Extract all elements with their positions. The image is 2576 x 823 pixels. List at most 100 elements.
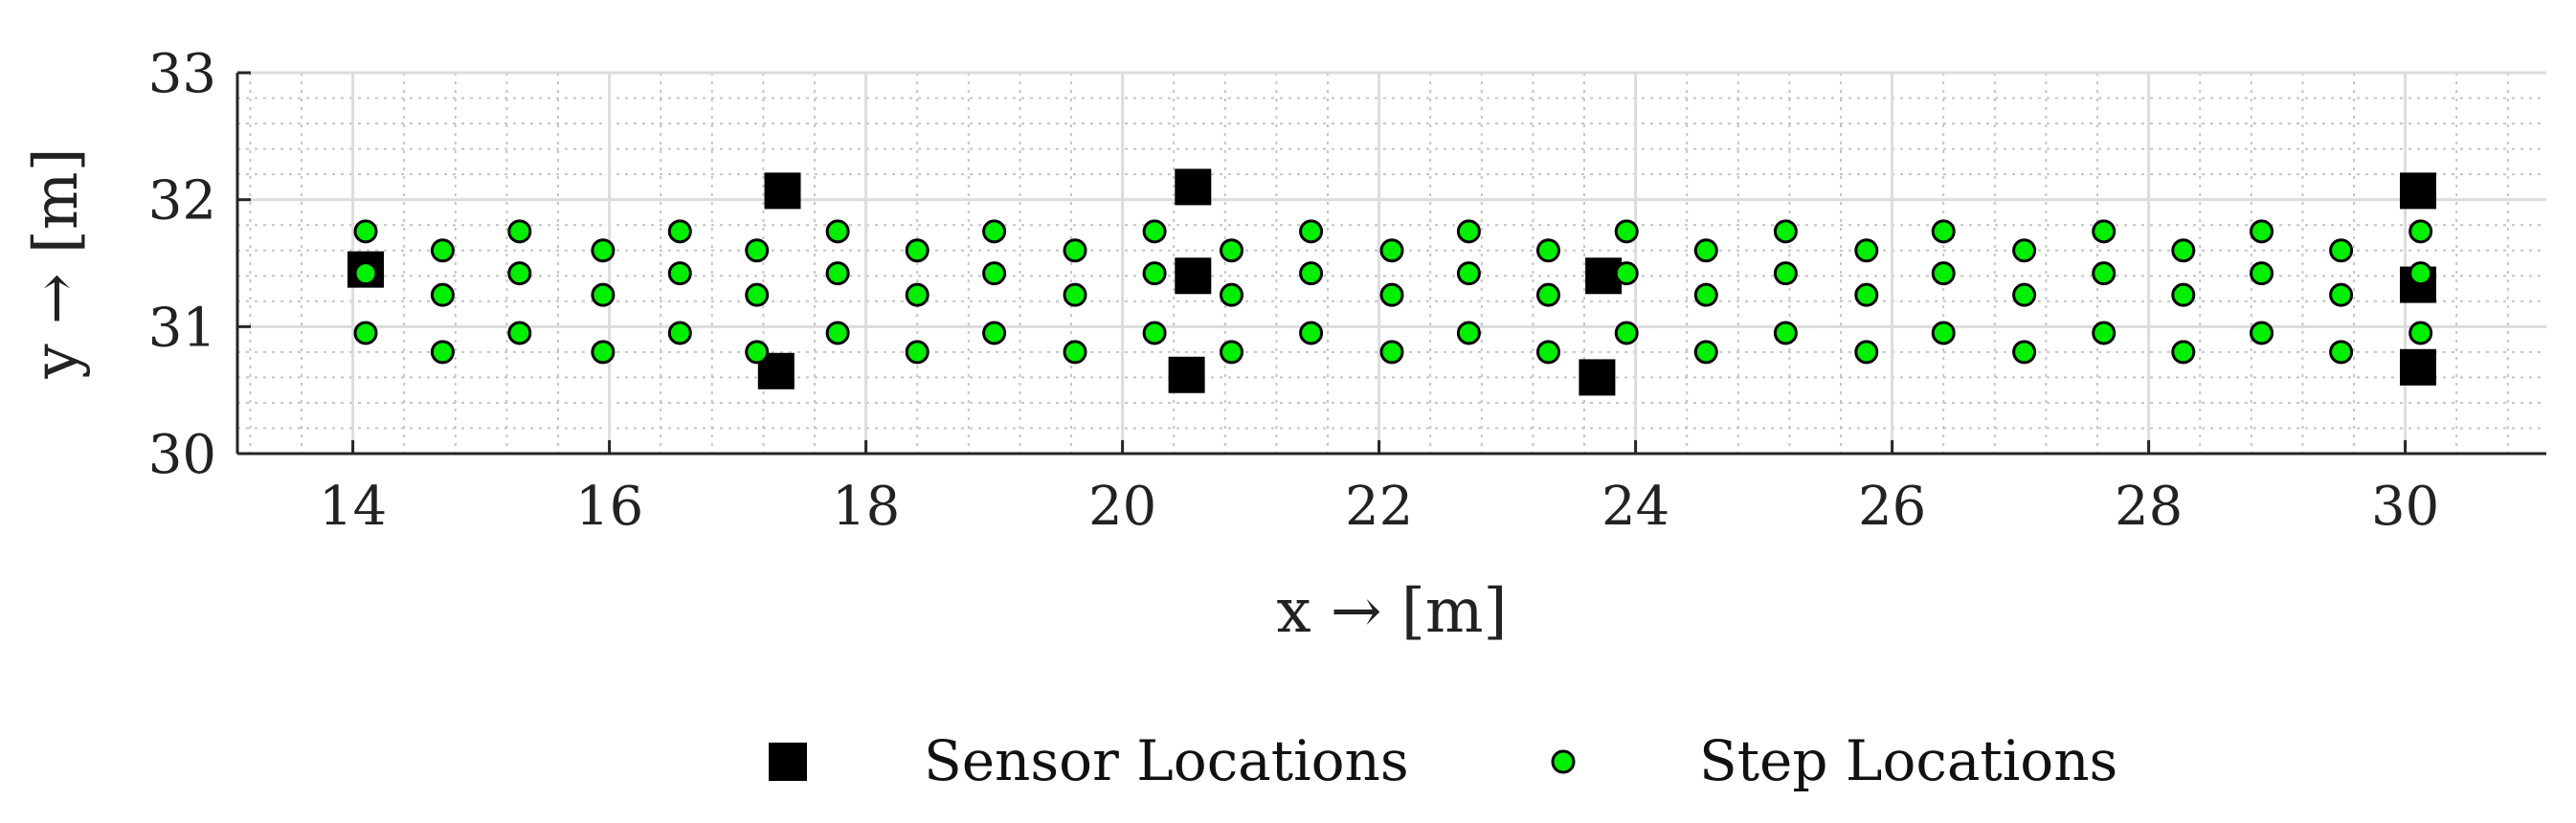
- step-marker: [507, 321, 532, 345]
- step-marker: [2092, 219, 2117, 244]
- step-marker: [1693, 238, 1718, 263]
- step-marker: [1773, 321, 1798, 345]
- x-axis-label: x → [m]: [1276, 576, 1507, 647]
- step-marker: [825, 321, 850, 345]
- y-tick-label: 31: [148, 297, 216, 359]
- x-tick-label: 18: [832, 476, 900, 538]
- step-marker: [2171, 340, 2196, 365]
- step-marker: [1931, 321, 1956, 345]
- x-tick-label: 22: [1345, 476, 1413, 538]
- step-marker: [591, 238, 616, 263]
- sensor-marker: [1168, 356, 1205, 393]
- plot-background: [237, 73, 2546, 454]
- legend-step-swatch: [1551, 749, 1576, 774]
- step-marker: [982, 219, 1007, 244]
- step-marker: [2408, 219, 2433, 244]
- step-marker: [1299, 219, 1324, 244]
- step-marker: [1614, 321, 1639, 345]
- step-marker: [591, 282, 616, 307]
- step-marker: [353, 219, 378, 244]
- y-tick-label: 33: [148, 43, 216, 105]
- x-tick-label: 28: [2115, 476, 2183, 538]
- step-marker: [667, 219, 692, 244]
- sensor-marker: [1175, 168, 1212, 206]
- step-marker: [2250, 261, 2274, 286]
- step-marker: [667, 261, 692, 286]
- step-marker: [430, 282, 455, 307]
- step-marker: [905, 238, 930, 263]
- y-axis-label: y → [m]: [21, 147, 92, 379]
- step-marker: [2171, 238, 2196, 263]
- step-marker: [1614, 219, 1639, 244]
- step-marker: [1693, 282, 1718, 307]
- step-marker: [982, 261, 1007, 286]
- step-marker: [2012, 282, 2037, 307]
- step-marker: [1379, 340, 1404, 365]
- legend-step-label: Step Locations: [1699, 728, 2117, 793]
- legend: Sensor Locations Step Locations: [769, 728, 2117, 793]
- step-marker: [1931, 261, 1956, 286]
- x-tick-label: 26: [1858, 476, 1926, 538]
- step-marker: [507, 219, 532, 244]
- step-marker: [1456, 261, 1481, 286]
- y-tick-label: 30: [148, 424, 216, 486]
- step-marker: [825, 261, 850, 286]
- step-marker: [1693, 340, 1718, 365]
- step-marker: [1220, 282, 1243, 307]
- step-marker: [353, 321, 378, 345]
- step-marker: [1142, 321, 1167, 345]
- step-marker: [1063, 340, 1087, 365]
- step-marker: [1854, 238, 1879, 263]
- step-marker: [2012, 340, 2037, 365]
- step-marker: [1931, 219, 1956, 244]
- step-marker: [1220, 340, 1243, 365]
- step-marker: [2329, 340, 2354, 365]
- x-axis-ticks: 14 16 18 20 22 24 26 28 30: [319, 440, 2439, 538]
- sensor-marker: [1579, 359, 1616, 396]
- step-marker: [905, 340, 930, 365]
- step-marker: [1535, 340, 1560, 365]
- data-marks: [347, 168, 2436, 396]
- step-marker: [2171, 282, 2196, 307]
- step-marker: [2408, 261, 2433, 286]
- step-marker: [1063, 238, 1087, 263]
- step-marker: [591, 340, 616, 365]
- step-marker: [825, 219, 850, 244]
- step-marker: [2250, 321, 2274, 345]
- step-marker: [2408, 321, 2433, 345]
- sensor-marker: [2400, 348, 2436, 386]
- x-tick-label: 24: [1602, 476, 1669, 538]
- y-axis-ticks: 30 31 32 33: [148, 43, 251, 486]
- step-marker: [353, 261, 378, 286]
- step-marker: [1535, 238, 1560, 263]
- x-tick-label: 16: [575, 476, 643, 538]
- step-marker: [1220, 238, 1243, 263]
- sensor-marker: [764, 172, 801, 210]
- step-marker: [1299, 321, 1324, 345]
- legend-sensor-label: Sensor Locations: [924, 728, 1409, 793]
- step-marker: [1535, 282, 1560, 307]
- step-marker: [1773, 219, 1798, 244]
- step-marker: [1773, 261, 1798, 286]
- y-tick-label: 32: [148, 170, 216, 233]
- step-marker: [2329, 238, 2354, 263]
- step-marker: [905, 282, 930, 307]
- x-tick-label: 14: [319, 476, 387, 538]
- step-marker: [745, 282, 770, 307]
- step-marker: [667, 321, 692, 345]
- step-marker: [1614, 261, 1639, 286]
- sensor-marker: [2400, 172, 2436, 210]
- step-marker: [2092, 321, 2117, 345]
- step-marker: [1142, 219, 1167, 244]
- step-marker: [745, 340, 770, 365]
- x-tick-label: 30: [2371, 476, 2439, 538]
- step-marker: [1379, 282, 1404, 307]
- x-tick-label: 20: [1088, 476, 1156, 538]
- step-marker: [1142, 261, 1167, 286]
- step-marker: [2012, 238, 2037, 263]
- sensor-marker: [1175, 257, 1212, 295]
- axes: [235, 73, 2546, 456]
- step-marker: [1854, 282, 1879, 307]
- step-marker: [1063, 282, 1087, 307]
